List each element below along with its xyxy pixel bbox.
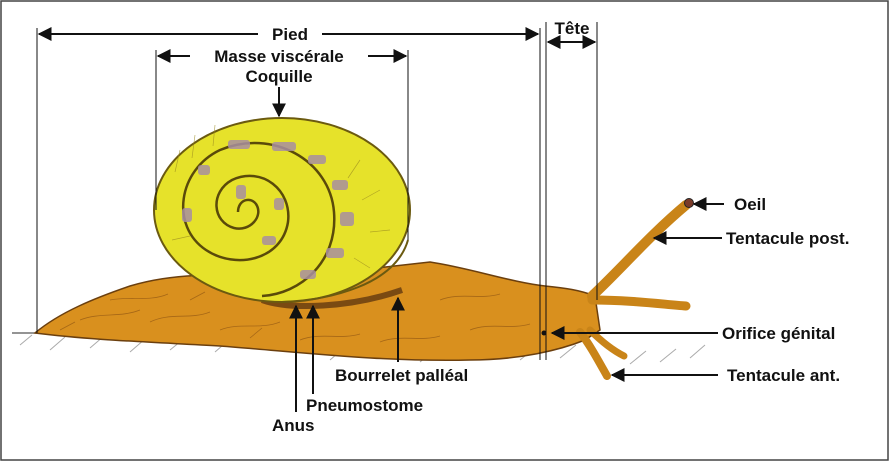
label-bourrelet-palleal: Bourrelet palléal — [335, 366, 468, 385]
label-tete: Tête — [555, 19, 590, 38]
shell — [154, 118, 410, 302]
label-masse-viscerale: Masse viscérale — [214, 47, 344, 66]
label-pneumostome: Pneumostome — [306, 396, 423, 415]
label-tentacule-ant: Tentacule ant. — [727, 366, 840, 385]
eye-icon — [685, 199, 694, 208]
label-anus: Anus — [272, 416, 315, 435]
label-oeil: Oeil — [734, 195, 766, 214]
label-tentacule-post: Tentacule post. — [726, 229, 849, 248]
label-coquille: Coquille — [245, 67, 312, 86]
label-pied: Pied — [272, 25, 308, 44]
label-orifice-genital: Orifice génital — [722, 324, 835, 343]
